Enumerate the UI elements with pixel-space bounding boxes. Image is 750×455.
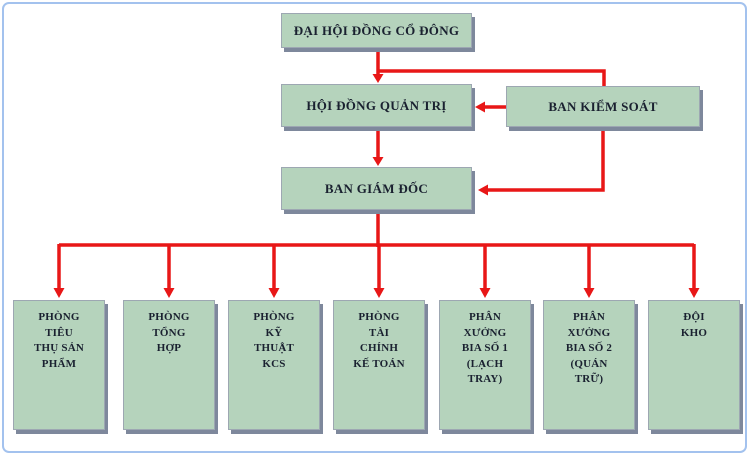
node-doi-kho: ĐỘI KHO: [648, 300, 740, 430]
node-hoi-dong-quan-tri: HỘI ĐỒNG QUẢN TRỊ: [281, 84, 472, 127]
node-label: PHÂN XƯỞNG BIA SỐ 1 (LẠCH TRAY): [461, 311, 509, 385]
node-label: PHÒNG TỔNG HỢP: [148, 311, 190, 354]
node-label: PHÒNG TÀI CHÍNH KẾ TOÁN: [353, 311, 405, 370]
node-label: BAN KIỂM SOÁT: [548, 98, 658, 114]
arrow-supervisory-to-directors: [478, 128, 605, 196]
connector-directors-to-branch: [59, 211, 694, 247]
arrow-shareholders-to-board: [372, 49, 384, 83]
node-phong-tai-chinh-ke-toan: PHÒNG TÀI CHÍNH KẾ TOÁN: [333, 300, 425, 430]
arrow-branch-to-dept-5: [479, 244, 491, 298]
node-label: PHÂN XƯỞNG BIA SỐ 2 (QUÁN TRỮ): [565, 311, 613, 385]
arrow-branch-to-dept-3: [268, 244, 280, 298]
node-phong-ky-thuat-kcs: PHÒNG KỸ THUẬT KCS: [228, 300, 320, 430]
arrow-board-to-directors: [372, 128, 384, 166]
arrow-branch-to-dept-4: [373, 244, 385, 298]
arrow-branch-to-dept-2: [163, 244, 175, 298]
node-label: PHÒNG TIÊU THỤ SẢN PHẨM: [34, 311, 84, 370]
node-label: PHÒNG KỸ THUẬT KCS: [253, 311, 295, 370]
node-phong-tong-hop: PHÒNG TỔNG HỢP: [123, 300, 215, 430]
arrow-branch-to-dept-1: [53, 244, 65, 298]
node-label: BAN GIÁM ĐỐC: [324, 180, 429, 196]
arrow-supervisory-to-board: [475, 101, 506, 113]
node-label: HỘI ĐỒNG QUẢN TRỊ: [306, 97, 447, 113]
node-label: ĐỘI KHO: [680, 311, 708, 339]
node-ban-giam-doc: BAN GIÁM ĐỐC: [281, 167, 472, 210]
arrow-branch-to-dept-6: [583, 244, 595, 298]
connector-shareholders-to-supervisory: [378, 69, 606, 87]
node-phan-xuong-bia-so-1: PHÂN XƯỞNG BIA SỐ 1 (LẠCH TRAY): [439, 300, 531, 430]
arrow-branch-to-dept-7: [688, 244, 700, 298]
node-dai-hoi-dong-co-dong: ĐẠI HỘI ĐỒNG CỔ ĐÔNG: [281, 13, 472, 48]
node-phong-tieu-thu-san-pham: PHÒNG TIÊU THỤ SẢN PHẨM: [13, 300, 105, 430]
node-ban-kiem-soat: BAN KIỂM SOÁT: [506, 86, 700, 127]
node-phan-xuong-bia-so-2: PHÂN XƯỞNG BIA SỐ 2 (QUÁN TRỮ): [543, 300, 635, 430]
node-label: ĐẠI HỘI ĐỒNG CỔ ĐÔNG: [293, 22, 460, 38]
